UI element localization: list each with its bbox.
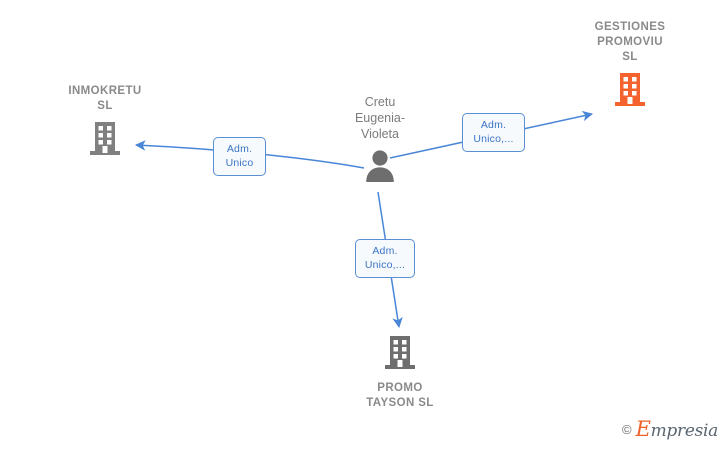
edge-label-gestiones[interactable]: Adm. Unico,... — [462, 113, 525, 152]
node-inmokretu[interactable]: INMOKRETU SL — [40, 84, 170, 163]
person-icon — [363, 148, 397, 187]
edge-line-inmokretu — [134, 140, 365, 169]
building-icon — [88, 120, 122, 163]
node-label-person: Cretu Eugenia- Violeta — [354, 95, 406, 141]
node-gestiones[interactable]: GESTIONES PROMOVIU SL — [565, 20, 695, 114]
node-label-inmokretu: INMOKRETU SL — [68, 85, 142, 112]
empresia-logo-initial: E — [635, 417, 651, 441]
edge-label-inmokretu[interactable]: Adm. Unico — [213, 137, 266, 176]
node-person[interactable]: Cretu Eugenia- Violeta — [315, 94, 445, 187]
copyright-icon: © — [621, 421, 632, 437]
building-icon — [613, 71, 647, 114]
node-label-gestiones: GESTIONES PROMOVIU SL — [594, 21, 666, 63]
empresia-logo-rest: mpresia — [650, 421, 719, 441]
empresia-logo: Empresia — [635, 417, 719, 441]
watermark: © Empresia — [622, 417, 718, 441]
node-label-promotayson: PROMO TAYSON SL — [366, 382, 434, 409]
building-icon — [383, 334, 417, 377]
edge-label-promotayson[interactable]: Adm. Unico,... — [355, 239, 415, 278]
node-promotayson[interactable]: PROMO TAYSON SL — [335, 334, 465, 411]
